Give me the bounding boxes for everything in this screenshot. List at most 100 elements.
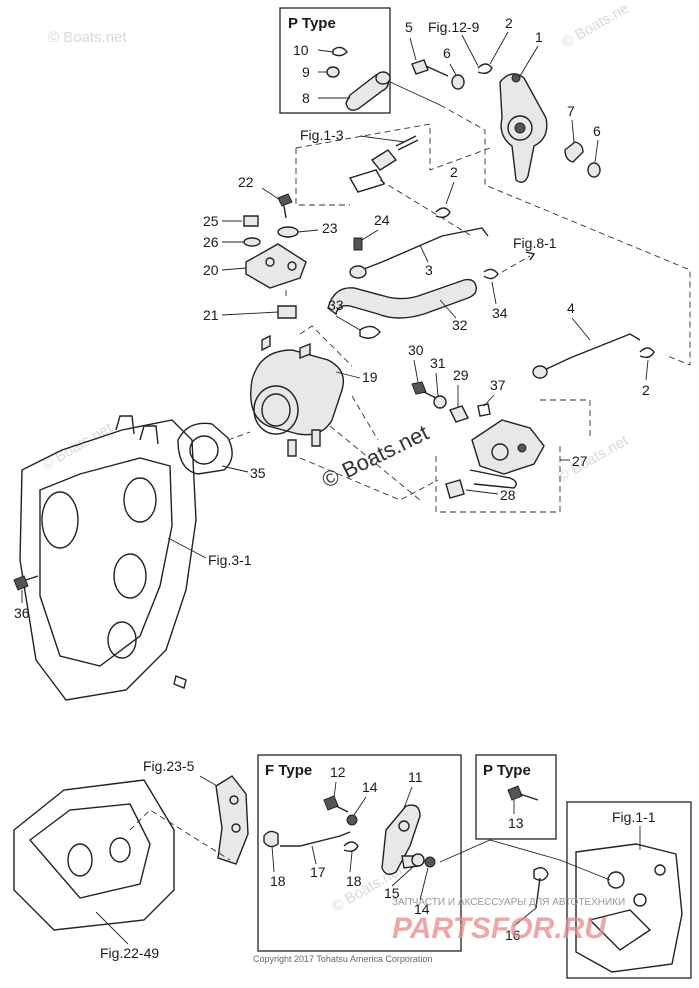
part-8-eye	[375, 71, 391, 85]
part-2-clip-mid	[435, 207, 451, 219]
callout-5: 5	[405, 19, 413, 35]
watermark-left-mid: © Boats.net	[39, 419, 116, 473]
callout-11: 11	[408, 769, 423, 785]
fig-ref-23-5: Fig.23-5	[143, 758, 195, 774]
part-29-collar	[449, 405, 469, 423]
watermark-right-mid: © Boats.net	[555, 432, 632, 486]
fig-ref-8-1: Fig.8-1	[513, 235, 557, 251]
callout-19: 19	[362, 369, 378, 385]
callout-29: 29	[453, 367, 469, 383]
callout-32: 32	[452, 317, 468, 333]
part-33-clamp	[359, 325, 381, 339]
part-28-bracket	[445, 479, 465, 499]
part-fig13-block	[370, 149, 398, 171]
callout-14b: 14	[414, 901, 430, 917]
callout-23: 23	[322, 220, 338, 236]
part-14-washer	[346, 814, 358, 826]
part-18-clip-a	[263, 830, 279, 848]
part-21-spacer	[277, 305, 297, 319]
watermark-top-left: © Boats.net	[48, 29, 127, 46]
part-12-screw	[323, 795, 339, 811]
part-31-washer	[433, 395, 447, 409]
part-11-lever	[381, 804, 421, 875]
callout-10: 10	[293, 42, 309, 58]
callout-30: 30	[408, 342, 424, 358]
part-3-rod-end	[349, 265, 367, 279]
callout-8: 8	[302, 90, 310, 106]
callout-26: 26	[203, 234, 219, 250]
callout-20: 20	[203, 262, 219, 278]
part-35-gasket	[177, 422, 233, 475]
part-7-collar	[564, 141, 584, 163]
part-36-bolt	[13, 575, 29, 591]
part-19-carburetor	[250, 349, 345, 436]
callout-4: 4	[567, 300, 575, 316]
copyright-text: Copyright 2017 Tohatsu America Corporati…	[253, 954, 432, 964]
part-32-hose	[327, 278, 478, 319]
f-type-title: F Type	[265, 762, 312, 779]
fig-ref-3-1: Fig.3-1	[208, 552, 252, 568]
part-4-rod-end	[532, 365, 548, 379]
part-20-gasket-plate	[245, 243, 307, 289]
callout-35: 35	[250, 465, 266, 481]
callout-2c: 2	[642, 382, 650, 398]
part-23-washer	[277, 226, 299, 238]
callout-22: 22	[238, 174, 254, 190]
part-fig13-plate	[348, 169, 386, 193]
part-13-screw	[507, 785, 523, 801]
part-14b-washer	[424, 856, 436, 868]
part-3-link-rod	[355, 227, 489, 273]
part-27-choke-assembly	[471, 419, 545, 475]
callout-13: 13	[508, 815, 524, 831]
part-4-link-rod	[539, 333, 641, 373]
part-34-clamp	[483, 268, 499, 280]
part-fig13-screw	[395, 135, 419, 151]
part-9-washer	[326, 66, 340, 78]
fig-ref-1-3: Fig.1-3	[300, 127, 344, 143]
callout-28: 28	[500, 487, 516, 503]
part-25-nut	[243, 215, 259, 227]
callout-18b: 18	[346, 873, 362, 889]
part-fig1-1-block	[575, 843, 683, 973]
callout-21: 21	[203, 307, 219, 323]
callout-31: 31	[430, 355, 446, 371]
callout-16: 16	[505, 927, 521, 943]
part-24-screw	[353, 237, 363, 251]
callout-37: 37	[490, 377, 506, 393]
part-10-clip	[332, 46, 348, 57]
part-5-bolt-shank	[425, 65, 449, 77]
part-18-clip-b	[343, 841, 359, 853]
callout-12: 12	[330, 764, 346, 780]
callout-9: 9	[302, 64, 310, 80]
p-type-title-top: P Type	[288, 15, 336, 32]
p-type-box-top	[279, 7, 391, 114]
callout-18a: 18	[270, 873, 286, 889]
part-30-screw	[411, 381, 427, 395]
callout-24: 24	[374, 212, 390, 228]
part-37-pad	[477, 403, 491, 417]
callout-6a: 6	[443, 45, 451, 61]
p-type-title-bottom: P Type	[483, 762, 531, 779]
p-type-box-bottom	[475, 754, 557, 840]
callout-2a: 2	[505, 15, 513, 31]
fig-ref-12-9: Fig.12-9	[428, 19, 480, 35]
callout-15: 15	[384, 885, 400, 901]
callout-17: 17	[310, 864, 326, 880]
part-intake-manifold	[19, 419, 197, 701]
watermark-center: © Boats.net	[318, 420, 433, 493]
callout-36: 36	[14, 605, 30, 621]
part-1-hub	[507, 115, 533, 141]
callout-3: 3	[425, 262, 433, 278]
part-2-clip-right	[639, 347, 655, 359]
fig-1-1-box	[566, 801, 692, 979]
watermark-partsfor-ru-text: ЗАПЧАСТИ И АКСЕССУАРЫ ДЛЯ АВТОТЕХНИКИ	[392, 897, 625, 908]
part-17-rod	[280, 831, 351, 847]
part-lower-block	[13, 779, 175, 931]
part-22-screw	[277, 193, 293, 207]
callout-7: 7	[567, 103, 575, 119]
part-6b-washer	[587, 162, 601, 178]
callout-34: 34	[492, 305, 508, 321]
part-5-bolt-head	[411, 59, 429, 75]
fig-ref-22-49: Fig.22-49	[100, 945, 159, 961]
